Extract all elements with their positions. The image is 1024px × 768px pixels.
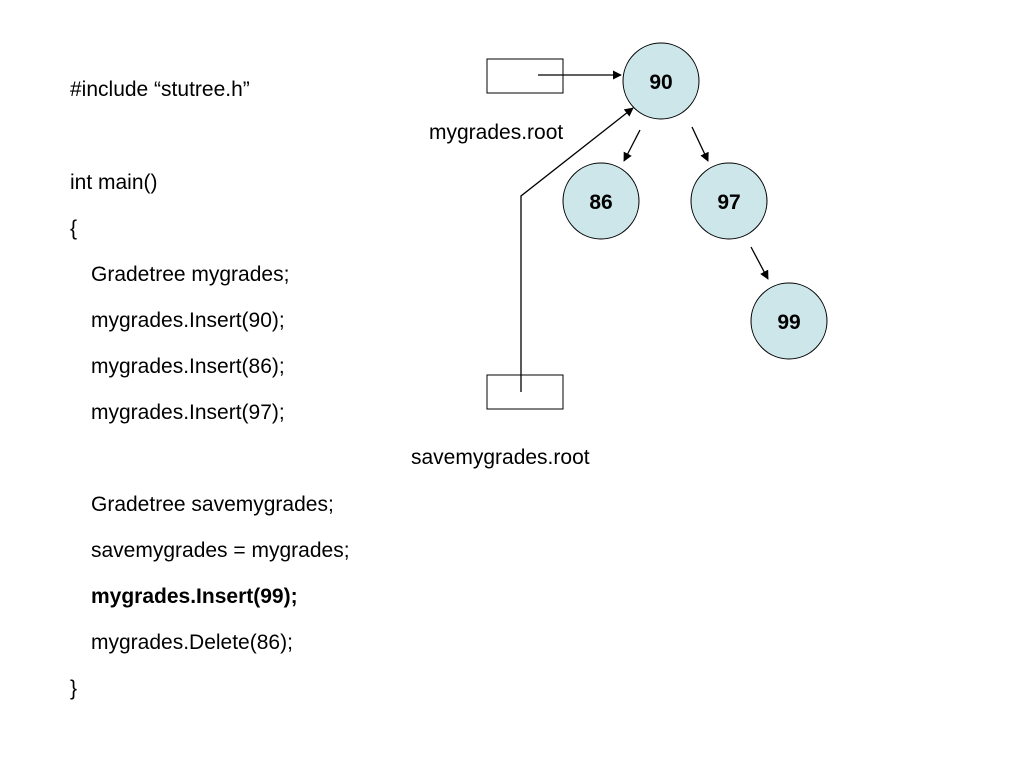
tree-node-90-value: 90 <box>649 71 672 94</box>
edge-90-86 <box>623 129 641 162</box>
code-insert-90: mygrades.Insert(90); <box>91 309 285 332</box>
savemygrades-root-arrow <box>520 107 634 392</box>
edge-90-97 <box>691 126 709 162</box>
tree-node-99-value: 99 <box>777 311 800 334</box>
tree-node-97: 97 <box>690 162 768 240</box>
savemygrades-root-label: savemygrades.root <box>411 446 590 469</box>
code-insert-97: mygrades.Insert(97); <box>91 401 285 424</box>
mygrades-root-box <box>486 58 564 94</box>
savemygrades-root-box <box>486 374 564 410</box>
tree-node-86-value: 86 <box>589 191 612 214</box>
code-close-brace: } <box>70 677 78 700</box>
tree-node-90: 90 <box>622 42 700 120</box>
code-delete-86: mygrades.Delete(86); <box>91 631 293 654</box>
tree-node-99: 99 <box>750 282 828 360</box>
code-assign: savemygrades = mygrades; <box>91 539 350 562</box>
code-insert-99-highlight: mygrades.Insert(99); <box>91 585 298 608</box>
code-include: #include “stutree.h” <box>70 78 250 101</box>
edge-97-99 <box>750 246 769 280</box>
code-decl-savemygrades: Gradetree savemygrades; <box>91 493 334 516</box>
tree-node-97-value: 97 <box>717 191 740 214</box>
code-decl-mygrades: Gradetree mygrades; <box>91 263 290 286</box>
code-open-brace: { <box>70 217 78 240</box>
tree-node-86: 86 <box>562 162 640 240</box>
code-main-signature: int main() <box>70 171 158 194</box>
mygrades-root-label: mygrades.root <box>429 121 564 144</box>
code-insert-86: mygrades.Insert(86); <box>91 355 285 378</box>
